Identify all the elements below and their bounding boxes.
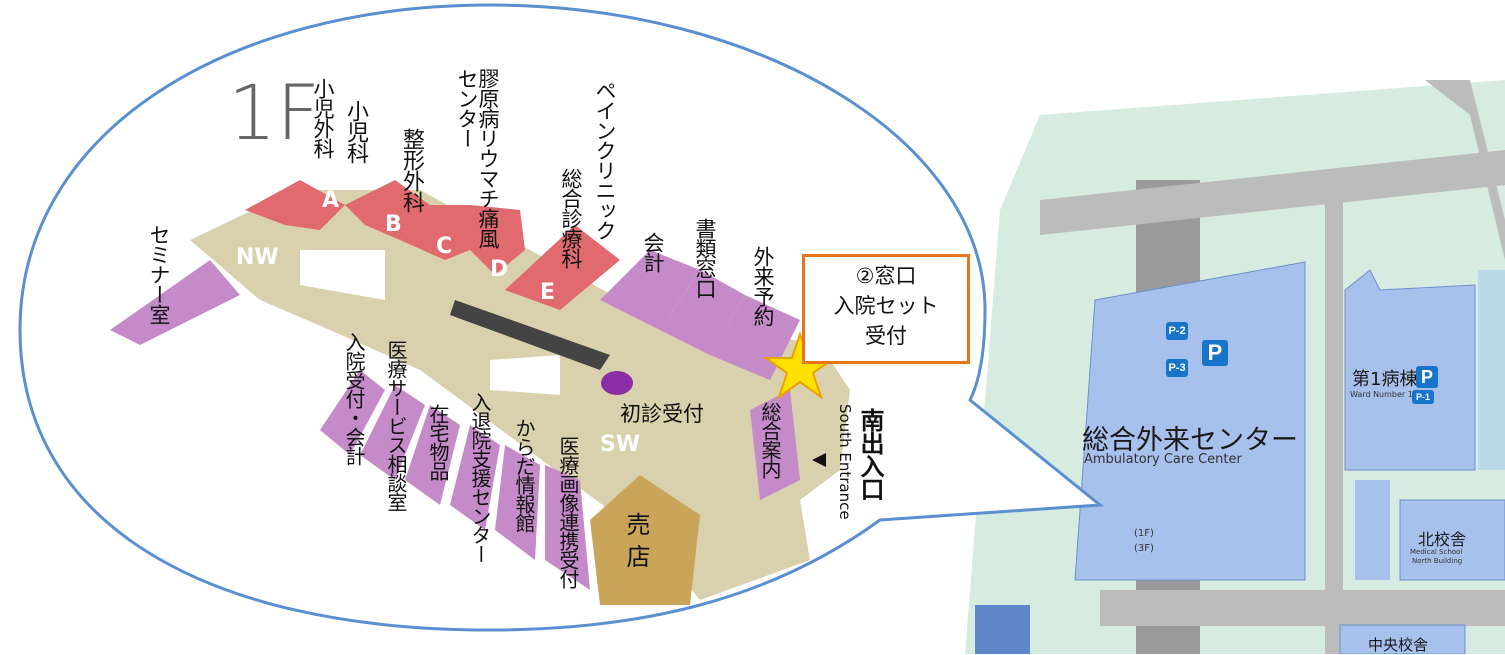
label-admission-payment: 入院受付・会計	[342, 332, 366, 465]
south-entrance-en: South Entrance	[836, 404, 854, 520]
wing-e: E	[540, 280, 556, 305]
label-health-info: からだ情報館	[512, 418, 536, 532]
clinic-d	[470, 205, 525, 275]
north-title-en2: North Building	[1412, 557, 1463, 565]
road-vertical-right	[1325, 190, 1343, 654]
label-general-medicine: 総合診療科	[559, 168, 583, 268]
entrance-arrow	[812, 453, 826, 467]
void-2	[490, 355, 560, 395]
central-building	[1339, 624, 1466, 654]
label-shop: 売店	[622, 512, 650, 576]
north-building	[1399, 499, 1505, 581]
wing-c: C	[436, 234, 453, 259]
wing-a: A	[322, 188, 340, 213]
ward1-building	[1344, 269, 1476, 471]
callout-line3: 受付	[865, 324, 907, 348]
ward1-parking-icon: P	[1416, 366, 1438, 388]
shop-area	[590, 475, 700, 605]
escalator	[450, 300, 610, 370]
ambulatory-building	[1074, 261, 1306, 581]
label-discharge-support: 入退院支援センター	[468, 392, 492, 563]
void-1	[300, 250, 385, 300]
clinic-documents	[660, 270, 745, 355]
room-discharge	[450, 425, 500, 530]
wing-sw: SW	[600, 432, 641, 457]
clinic-e	[505, 225, 620, 310]
label-rheumatology: 膠原病リウマチ痛風センター	[455, 68, 500, 248]
wing-w: W	[490, 367, 515, 392]
callout-box: ②窓口 入院セット 受付	[802, 254, 970, 364]
road-ramp	[1425, 80, 1505, 260]
north-title-en1: Medical School	[1410, 548, 1463, 556]
clinic-b	[345, 180, 430, 240]
parking-p3-badge: P-3	[1166, 359, 1188, 377]
small-building	[1355, 480, 1390, 580]
ward1-annex	[1478, 270, 1505, 470]
label-seminar: セミナー室	[147, 224, 171, 324]
north-title-jp: 北校舎	[1418, 530, 1467, 549]
ward1-title-jp: 第1病棟	[1352, 369, 1418, 390]
wing-nw: NW	[236, 245, 279, 270]
label-first-visit: 初診受付	[620, 402, 704, 426]
road-bottom	[1100, 590, 1505, 626]
room-admission	[320, 370, 385, 455]
parking-p2-badge: P-2	[1166, 322, 1188, 340]
label-pain-clinic: ペインクリニック	[593, 80, 617, 240]
room-healthinfo	[495, 445, 540, 560]
room-imaging	[545, 465, 590, 590]
corner-building	[975, 605, 1030, 654]
label-outpatient-booking: 外来予約	[751, 246, 775, 326]
floor1-label: (1F)	[1134, 528, 1154, 539]
callout-line1: ②窓口	[855, 264, 917, 288]
ambulatory-title-jp: 総合外来センター	[1082, 425, 1298, 456]
parking-p1-badge: P-1	[1412, 390, 1434, 404]
label-home-supplies: 在宅物品	[426, 404, 450, 480]
label-medical-service: 医療サービス相談室	[384, 340, 408, 511]
parking-icon: P	[1202, 340, 1228, 366]
wing-b: B	[385, 212, 402, 237]
label-orthopedics: 整形外科	[399, 128, 424, 212]
road-top	[1040, 150, 1505, 235]
floor-label: 1F	[228, 68, 321, 157]
label-accounting: 会計	[641, 232, 665, 272]
wing-d: D	[490, 257, 509, 282]
first-visit-marker	[601, 371, 633, 395]
south-entrance-jp: 南出入口	[856, 408, 884, 500]
callout-line2: 入院セット	[833, 294, 939, 318]
central-title-jp: 中央校舎	[1368, 636, 1429, 654]
info-desk	[750, 390, 800, 500]
label-information: 総合案内	[758, 402, 782, 478]
seminar-room	[110, 260, 240, 345]
label-imaging: 医療画像連携受付	[556, 436, 580, 588]
label-documents: 書類窓口	[693, 218, 717, 298]
clinic-c	[400, 205, 470, 260]
floor3-label: (3F)	[1134, 543, 1154, 554]
label-pediatric-surgery: 小児外科	[311, 78, 335, 158]
label-pediatrics: 小児科	[343, 100, 368, 163]
room-service	[360, 385, 425, 480]
ambulatory-title-en: Ambulatory Care Center	[1084, 452, 1242, 467]
clinic-accounting	[600, 250, 700, 330]
ward1-title-en: Ward Number 1	[1350, 390, 1413, 399]
room-home	[405, 405, 460, 505]
clinic-a	[245, 180, 345, 230]
